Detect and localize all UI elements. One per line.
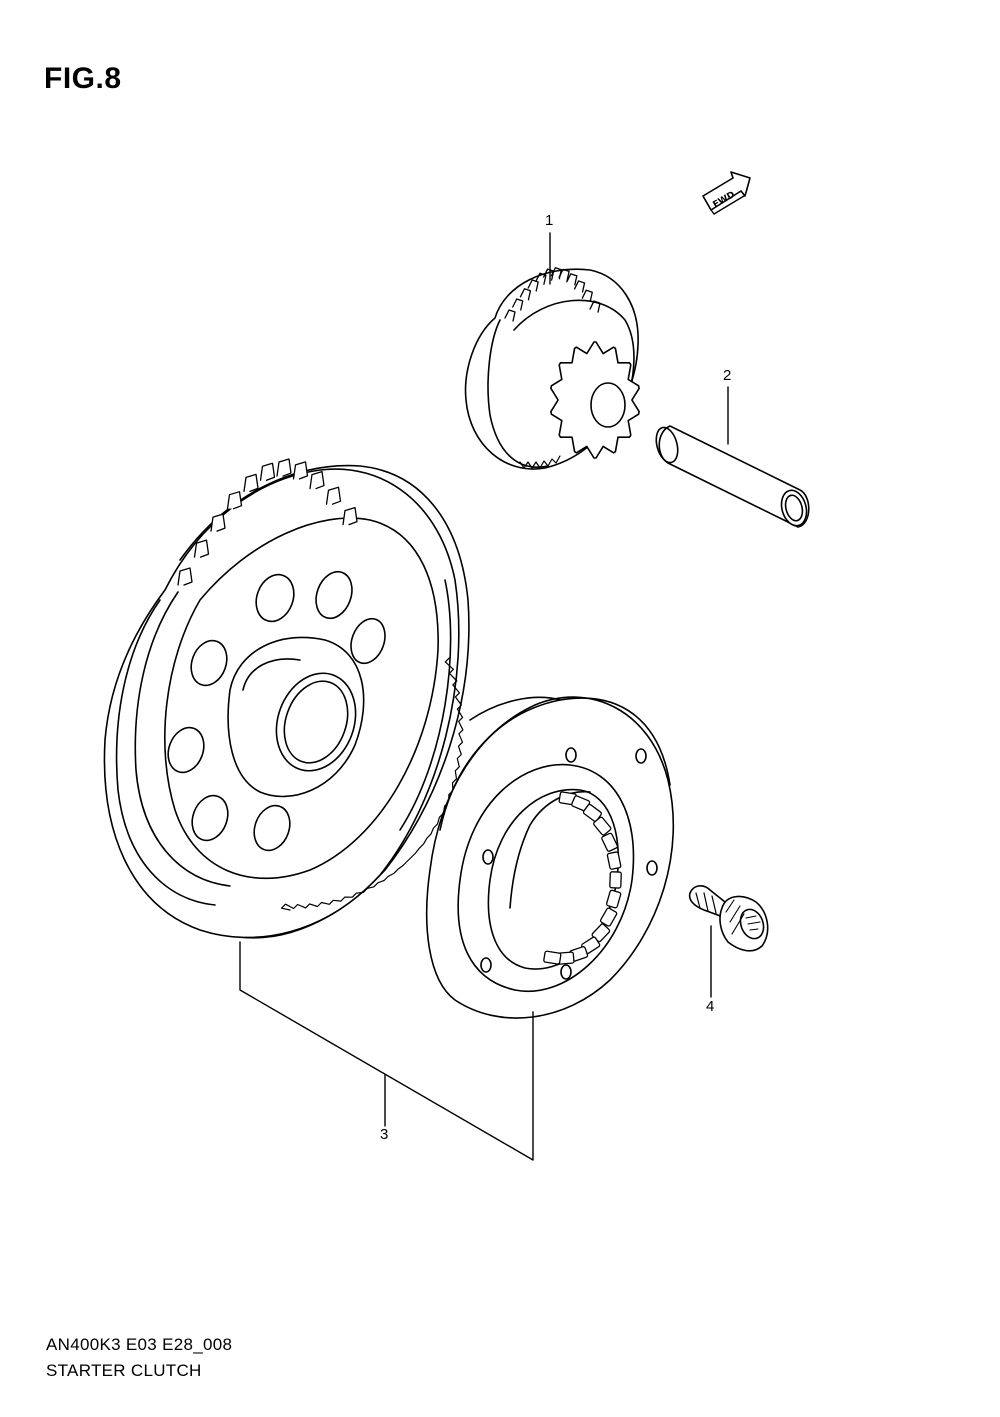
leader-lines (239, 232, 729, 1161)
gear-tooth (527, 279, 539, 292)
gear-tooth (342, 506, 358, 526)
section-name: STARTER CLUTCH (46, 1361, 202, 1380)
gear-tooth (210, 513, 226, 532)
gear-tooth (177, 567, 193, 586)
roller (609, 871, 622, 889)
clutch-bolt (688, 885, 769, 952)
model-code: AN400K3 E03 E28_008 (46, 1335, 233, 1354)
gear-tooth (535, 272, 547, 285)
starter-driven-gear (103, 458, 470, 939)
roller (599, 907, 618, 927)
callout-3: 3 (380, 1126, 389, 1143)
gear-tooth (512, 298, 524, 311)
roller (582, 803, 602, 822)
callout-4: 4 (706, 998, 715, 1015)
callout-1: 1 (545, 212, 554, 229)
gear-tooth (519, 288, 532, 301)
roller (601, 832, 619, 852)
gear-tooth (573, 280, 586, 293)
gear-tooth (259, 462, 276, 481)
gear-tooth (558, 268, 570, 282)
callout-2: 2 (723, 367, 732, 384)
figure-title: FIG.8 (44, 62, 122, 95)
roller (543, 950, 562, 965)
gear-tooth (193, 539, 210, 558)
gear-tooth (226, 491, 243, 510)
gear-teeth-row (280, 657, 464, 911)
gear-tooth (309, 470, 325, 490)
gear-tooth (276, 458, 292, 477)
gear-tooth (243, 473, 259, 493)
small-gear-outline (550, 341, 640, 459)
roller (593, 816, 612, 836)
gear-tooth (581, 289, 593, 302)
gear-tooth (566, 273, 578, 286)
gear-tooth (292, 461, 309, 480)
gear-tooth (504, 309, 516, 322)
gear-tooth (589, 300, 601, 313)
gear-tooth (325, 486, 342, 505)
fwd-arrow-icon: FWD (702, 171, 751, 215)
idler-gear (464, 267, 640, 470)
one-way-clutch (425, 696, 675, 1019)
roller (606, 851, 622, 870)
idler-shaft (655, 425, 810, 528)
roller (605, 889, 622, 909)
